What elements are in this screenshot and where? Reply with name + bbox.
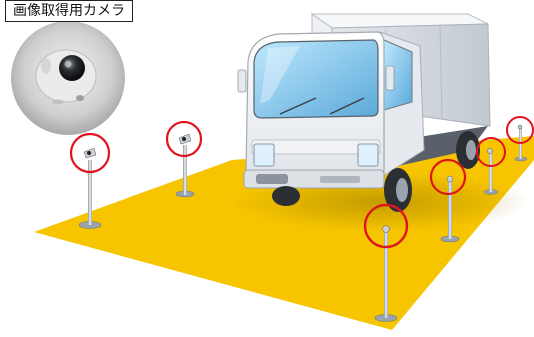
highlight-ring: [69, 132, 111, 174]
highlight-ring: [506, 116, 534, 144]
dome-camera-icon: [11, 21, 125, 135]
camera-pole-4: [429, 158, 467, 243]
camera-pole-2: [165, 120, 203, 198]
highlight-ring: [476, 137, 506, 167]
caption-label: 画像取得用カメラ: [5, 0, 133, 22]
camera-pole-3: [363, 203, 409, 322]
truck: [237, 13, 491, 212]
camera-pole-5: [476, 137, 506, 195]
highlight-ring: [429, 158, 467, 196]
camera-pole-1: [69, 132, 111, 229]
highlight-ring: [165, 120, 203, 158]
camera-pole-6: [506, 116, 534, 162]
highlight-ring: [363, 203, 409, 249]
